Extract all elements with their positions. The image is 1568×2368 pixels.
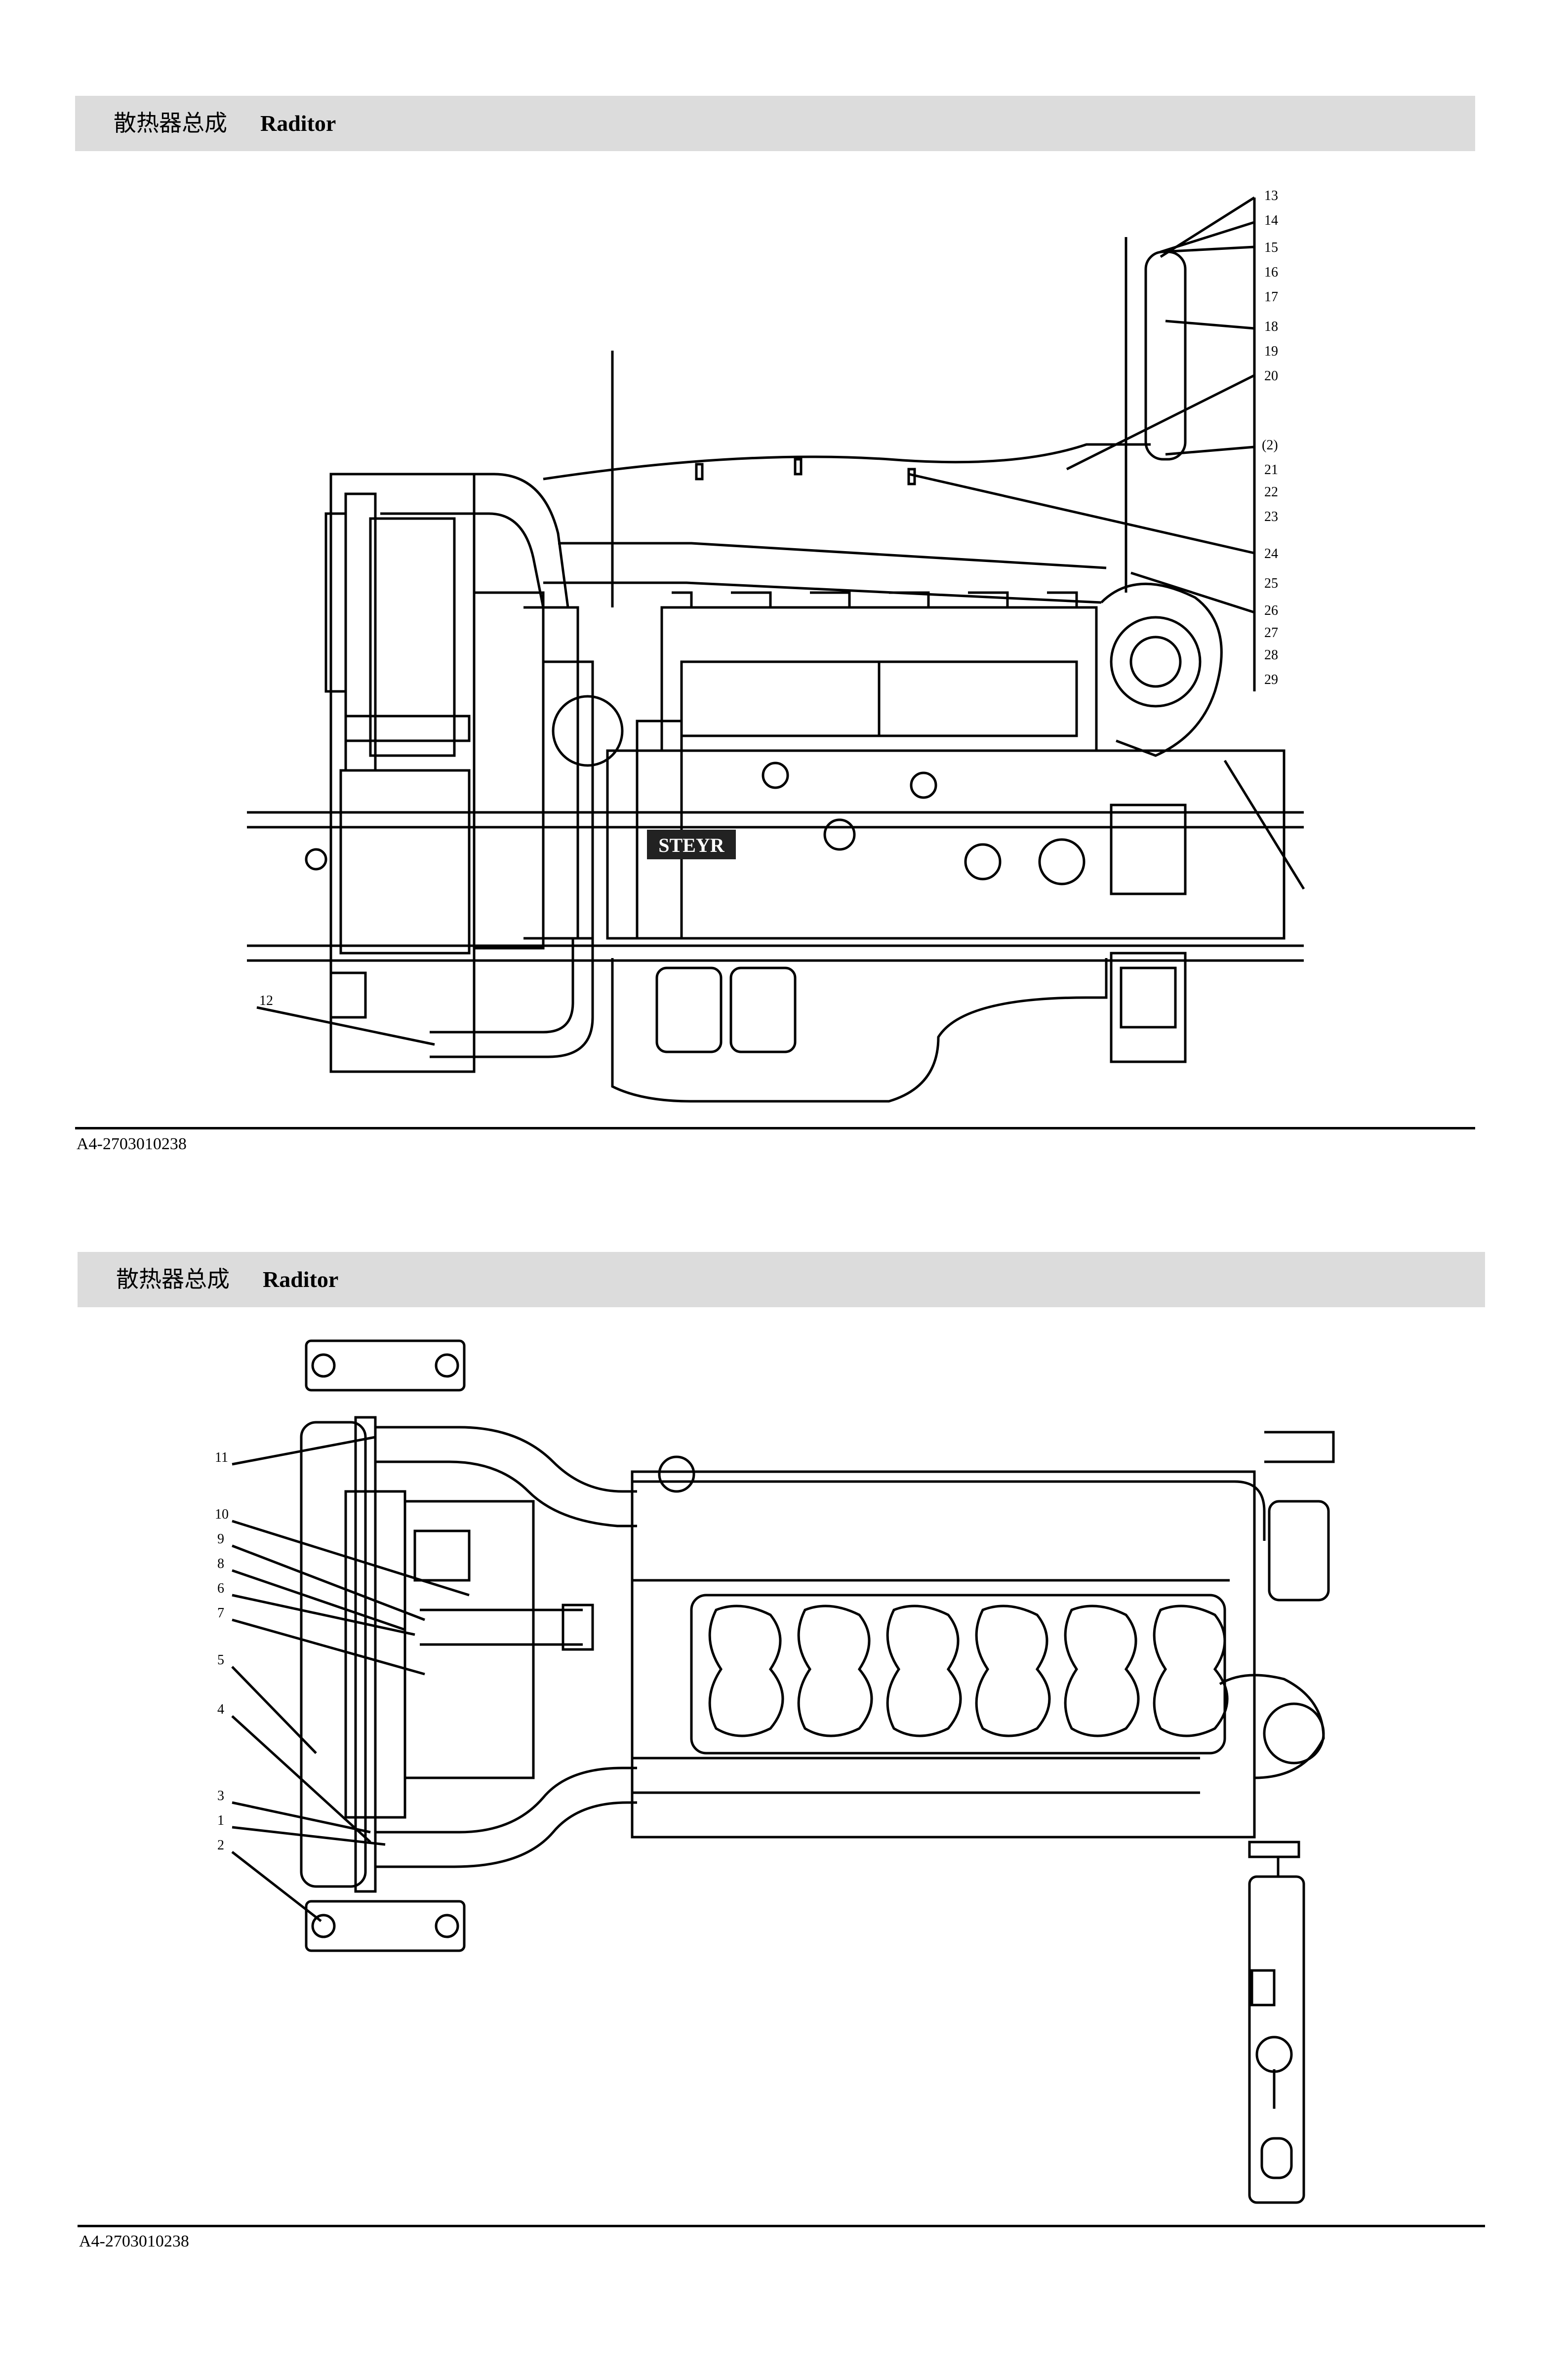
side-view-doc-number: A4-2703010238 xyxy=(77,1135,187,1153)
callout-4: 4 xyxy=(217,1702,224,1717)
callout-15: 15 xyxy=(1264,240,1278,255)
callout-8: 8 xyxy=(217,1556,224,1571)
side-view-title-cn: 散热器总成 xyxy=(114,111,227,136)
callout-22: 22 xyxy=(1264,484,1278,500)
callout-7: 7 xyxy=(217,1605,224,1621)
steyr-brand-text: STEYR xyxy=(658,834,724,856)
side-view-drawing: STEYR 13 14 15 16 17 18 19 20 (2) 21 22 … xyxy=(247,188,1305,1103)
top-view-title-en: Raditor xyxy=(263,1267,339,1292)
callout-23: 23 xyxy=(1264,509,1278,524)
callout-1: 1 xyxy=(217,1813,224,1828)
top-view-header: 散热器总成 Raditor xyxy=(78,1252,1485,1307)
callout-21: 21 xyxy=(1264,462,1278,478)
callout-3: 3 xyxy=(217,1788,224,1804)
callout-13: 13 xyxy=(1264,188,1278,203)
callout-10: 10 xyxy=(215,1507,229,1522)
callout-9: 9 xyxy=(217,1531,224,1547)
callout-5: 5 xyxy=(217,1652,224,1668)
callout-24: 24 xyxy=(1264,546,1278,562)
callout-27: 27 xyxy=(1264,625,1278,641)
callout-29: 29 xyxy=(1264,672,1278,687)
callout-20: 20 xyxy=(1264,368,1278,384)
callout-6: 6 xyxy=(217,1581,224,1596)
callout-2: 2 xyxy=(217,1838,224,1853)
top-view-bottom-rule xyxy=(78,2225,1485,2227)
side-view-callouts: 13 14 15 16 17 18 19 20 (2) 21 22 23 24 … xyxy=(259,188,1278,1008)
callout-12: 12 xyxy=(259,993,273,1008)
callout-16: 16 xyxy=(1264,265,1278,280)
top-view-callouts: 11 10 9 8 6 7 5 4 3 1 2 xyxy=(215,1450,229,1853)
callout-14: 14 xyxy=(1264,213,1278,228)
side-view-title-en: Raditor xyxy=(260,111,336,136)
top-view-doc-number: A4-2703010238 xyxy=(79,2232,189,2250)
callout-26: 26 xyxy=(1264,603,1278,618)
top-view-title-cn: 散热器总成 xyxy=(116,1267,230,1292)
side-view-bottom-rule xyxy=(75,1127,1475,1129)
side-view-header: 散热器总成 Raditor xyxy=(75,96,1475,151)
top-view-section: 散热器总成 Raditor xyxy=(0,1185,1568,2368)
top-view-drawing: 11 10 9 8 6 7 5 4 3 1 2 xyxy=(215,1339,1335,2204)
callout-28: 28 xyxy=(1264,647,1278,663)
side-view-section: 散热器总成 Raditor xyxy=(0,0,1568,1165)
callout-2-paren: (2) xyxy=(1262,438,1278,453)
callout-17: 17 xyxy=(1264,289,1278,305)
callout-18: 18 xyxy=(1264,319,1278,334)
callout-19: 19 xyxy=(1264,344,1278,359)
callout-25: 25 xyxy=(1264,576,1278,591)
callout-11: 11 xyxy=(215,1450,228,1465)
